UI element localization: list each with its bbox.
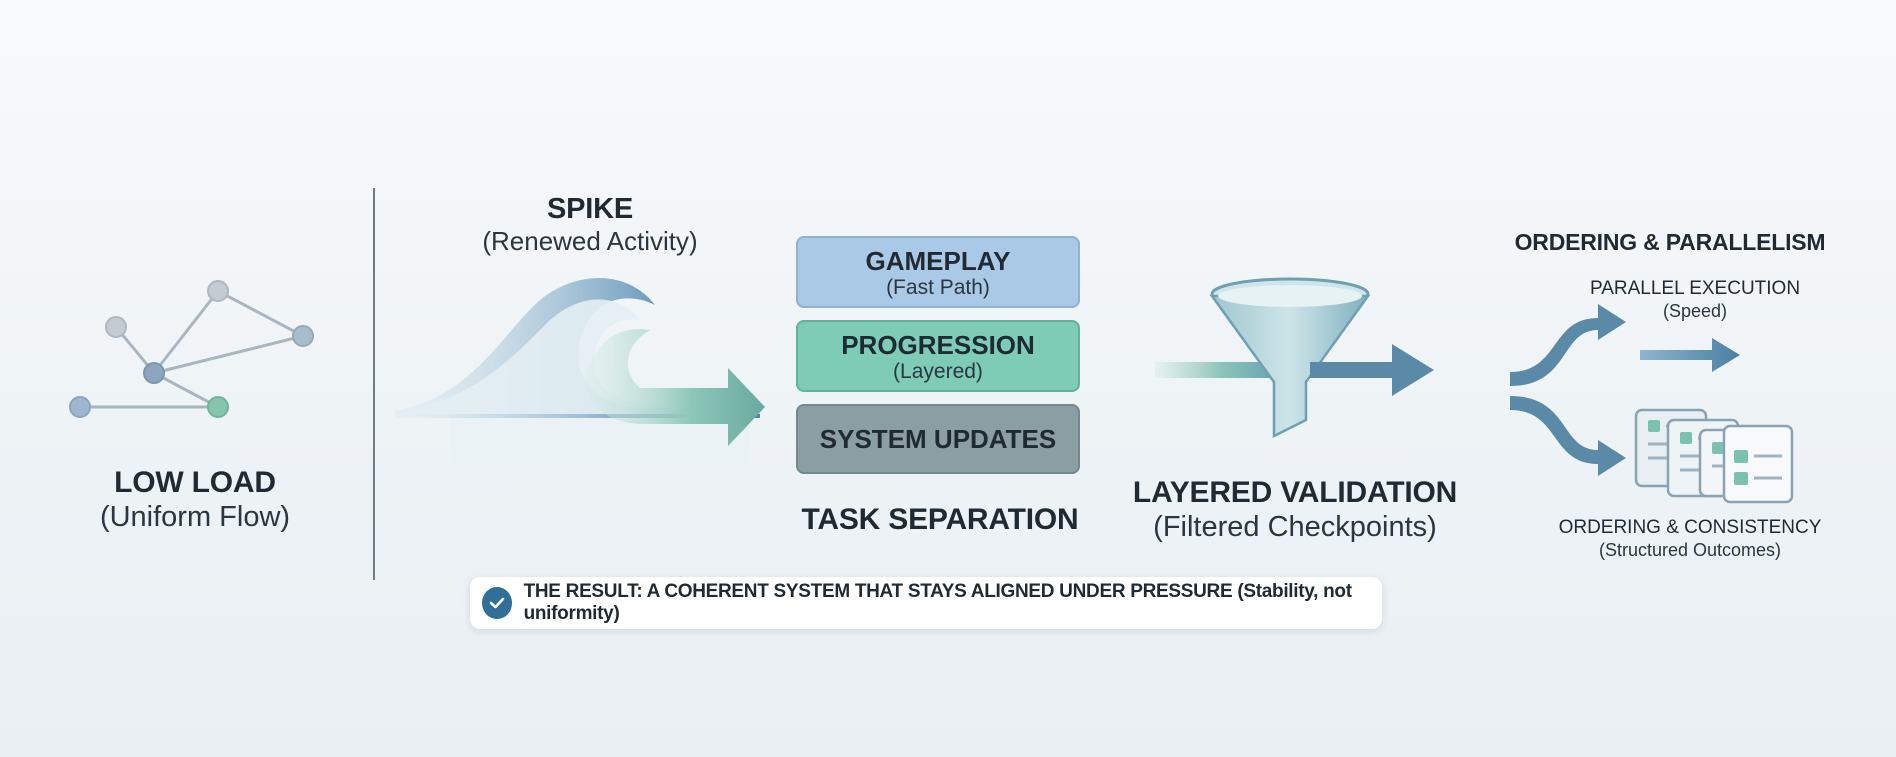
low-load-label: LOW LOAD (Uniform Flow): [60, 466, 330, 534]
spike-subtitle: (Renewed Activity): [440, 226, 740, 256]
task-box-system-updates: SYSTEM UPDATES: [796, 404, 1080, 474]
result-banner: THE RESULT: A COHERENT SYSTEM THAT STAYS…: [470, 577, 1382, 629]
progression-subtitle: (Layered): [798, 360, 1078, 384]
parallel-execution-title: PARALLEL EXECUTION: [1560, 278, 1830, 300]
layered-validation-label: LAYERED VALIDATION (Filtered Checkpoints…: [1110, 476, 1480, 544]
wave-icon: [395, 278, 765, 470]
funnel-icon: [1212, 279, 1368, 436]
spike-label: SPIKE (Renewed Activity): [440, 192, 740, 256]
gameplay-title: GAMEPLAY: [798, 246, 1078, 276]
network-graph-icon: [70, 281, 313, 417]
spike-title: SPIKE: [440, 192, 740, 226]
layered-validation-title: LAYERED VALIDATION: [1110, 476, 1480, 510]
ordering-consistency-subtitle: (Structured Outcomes): [1550, 539, 1830, 561]
task-box-progression: PROGRESSION (Layered): [796, 320, 1080, 392]
layered-validation-subtitle: (Filtered Checkpoints): [1110, 510, 1480, 544]
check-circle-icon: [482, 587, 512, 619]
parallel-execution-subtitle: (Speed): [1560, 300, 1830, 322]
parallel-execution-label: PARALLEL EXECUTION (Speed): [1560, 278, 1830, 322]
checklist-documents-icon: [1636, 410, 1792, 502]
gameplay-subtitle: (Fast Path): [798, 276, 1078, 300]
ordering-consistency-title: ORDERING & CONSISTENCY: [1550, 517, 1830, 539]
progression-title: PROGRESSION: [798, 330, 1078, 360]
system-updates-title: SYSTEM UPDATES: [798, 424, 1078, 454]
ordering-parallelism-heading: ORDERING & PARALLELISM: [1500, 228, 1840, 256]
result-banner-text: THE RESULT: A COHERENT SYSTEM THAT STAYS…: [524, 581, 1382, 625]
task-box-gameplay: GAMEPLAY (Fast Path): [796, 236, 1080, 308]
task-separation-caption: TASK SEPARATION: [790, 502, 1090, 538]
low-load-title: LOW LOAD: [60, 466, 330, 500]
low-load-subtitle: (Uniform Flow): [60, 500, 330, 534]
ordering-consistency-label: ORDERING & CONSISTENCY (Structured Outco…: [1550, 517, 1830, 561]
